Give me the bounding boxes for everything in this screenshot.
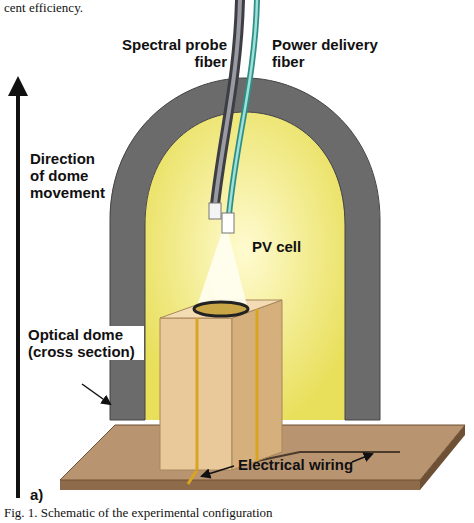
panel-label: a): [30, 486, 60, 503]
direction-label: Direction of dome movement: [30, 150, 112, 201]
leader-line: [202, 466, 234, 476]
pv-cell: [194, 302, 248, 316]
fiber-label: Power delivery fiber: [272, 36, 402, 70]
cell-mount-block: [160, 300, 282, 470]
text-fragment: cent efficiency.: [4, 0, 204, 15]
wire: [188, 470, 197, 484]
part-label: Optical dome (cross section): [28, 326, 144, 360]
power-delivery-fiber: [222, 0, 257, 233]
figure-caption: Fig. 1. Schematic of the experimental co…: [4, 505, 273, 520]
part-label: PV cell: [252, 238, 332, 255]
movement-arrow: [16, 80, 20, 498]
part-label: Electrical wiring: [238, 456, 358, 473]
fiber-label: Spectral probe fiber: [95, 36, 227, 70]
light-cone: [196, 232, 248, 309]
leader-line: [352, 454, 372, 462]
leader-line: [82, 384, 110, 404]
